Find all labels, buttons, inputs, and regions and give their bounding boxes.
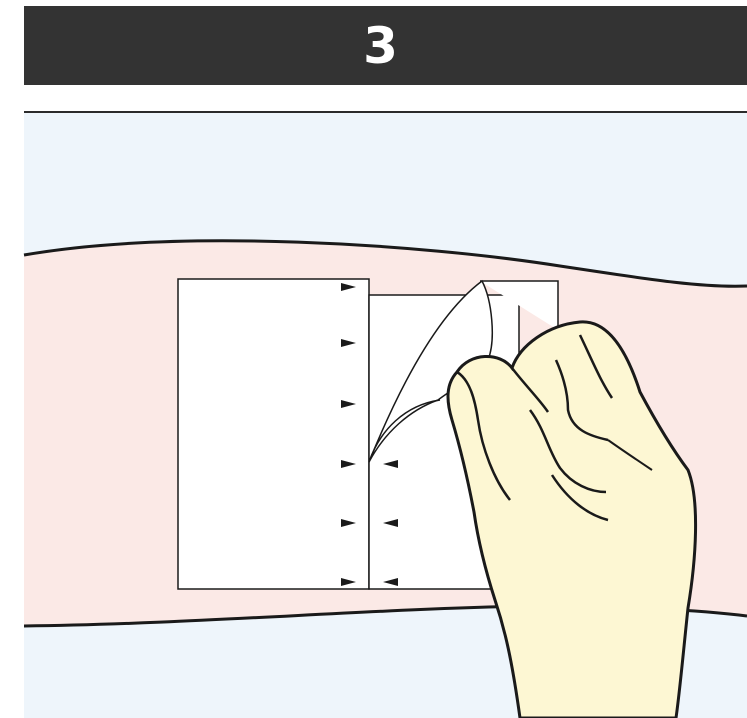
dressing-left-panel bbox=[178, 279, 369, 589]
